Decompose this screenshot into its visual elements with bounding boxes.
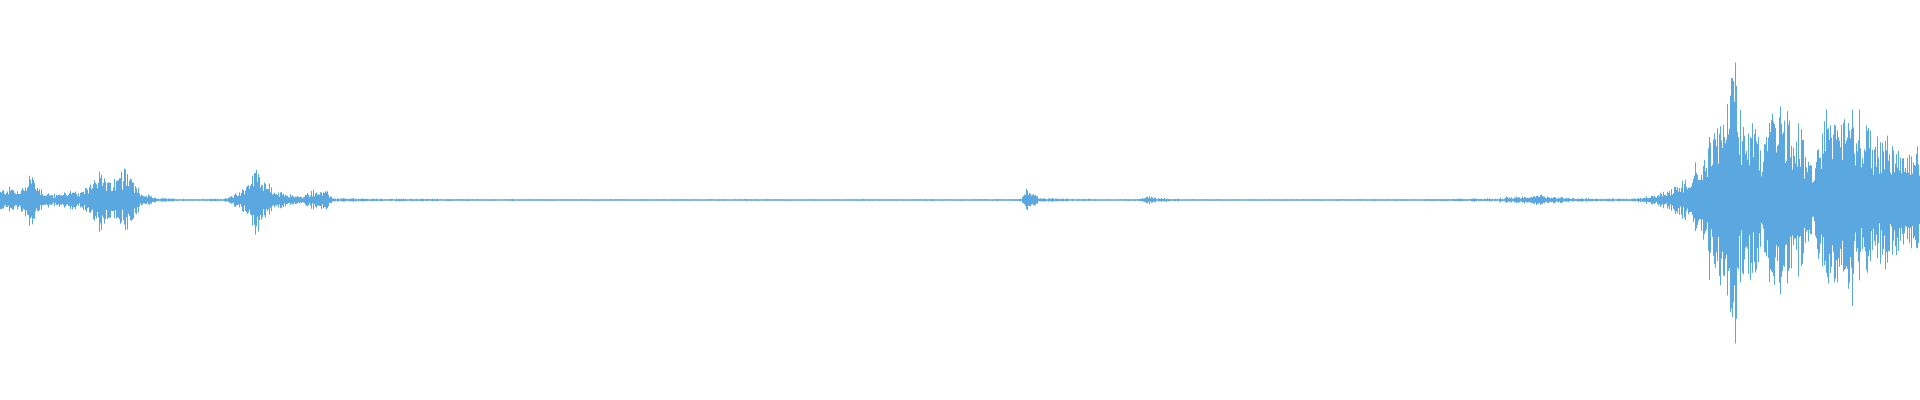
waveform-samples: [0, 62, 1920, 344]
waveform-trace: [0, 62, 1920, 344]
